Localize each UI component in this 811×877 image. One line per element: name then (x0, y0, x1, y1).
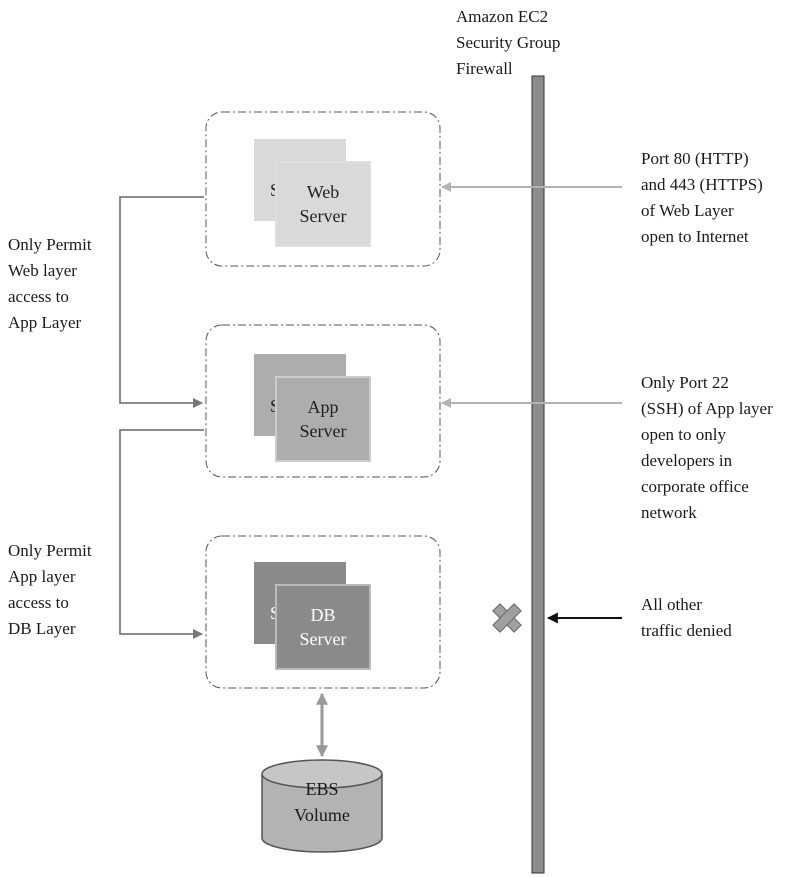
other-traffic-rule-note: All other traffic denied (641, 595, 732, 640)
ebs-volume-label: EBS Volume (294, 779, 350, 825)
firewall-bar (531, 75, 545, 874)
web-to-app-rule-note: Only Permit Web layer access to App Laye… (8, 235, 92, 332)
firewall-label: Amazon EC2 Security Group Firewall (456, 7, 561, 78)
web-port-rule-note: Port 80 (HTTP) and 443 (HTTPS) of Web La… (641, 149, 763, 246)
denied-cross-icon (492, 603, 522, 633)
web-server-label: Web Server (299, 182, 347, 226)
db-server-front-outline (275, 584, 371, 670)
app-to-db-rule-note: Only Permit App layer access to DB Layer (8, 541, 92, 638)
app-server-label: App Server (299, 397, 347, 441)
db-server-label: DB Server (299, 605, 347, 649)
app-server-front-outline (275, 376, 371, 462)
ebs-volume-icon (261, 759, 383, 853)
web-tier-container (205, 111, 441, 267)
web-server-front-outline (275, 161, 371, 247)
app-tier-container (205, 324, 441, 478)
app-port-rule-note: Only Port 22 (SSH) of App layer open to … (641, 373, 773, 522)
app-to-db-connector (119, 429, 204, 639)
web-to-app-connector (119, 196, 204, 408)
db-tier-container (205, 535, 441, 689)
